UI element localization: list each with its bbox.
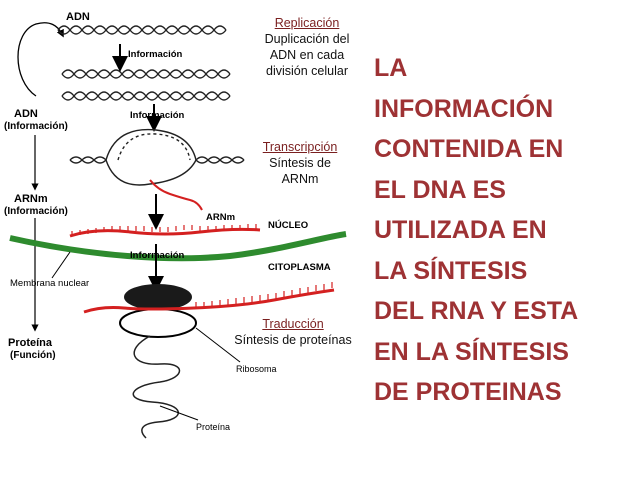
headline-line-3: CONTENIDA EN bbox=[374, 135, 564, 163]
ribosome-small-subunit bbox=[119, 308, 197, 338]
stage-traduccion-line-1: Síntesis de proteínas bbox=[234, 333, 352, 347]
label-adn-top: ADN bbox=[66, 11, 90, 23]
mrna-cytoplasm-ticks bbox=[195, 282, 333, 308]
headline-line-9: DE PROTEINAS bbox=[374, 378, 562, 406]
nascent-mrna bbox=[149, 179, 203, 211]
transcription-bubble bbox=[69, 128, 245, 186]
label-ribosoma: Ribosoma bbox=[236, 364, 277, 374]
stage-replicacion: Replicación Duplicación del ADN en cada … bbox=[246, 15, 368, 79]
stage-traduccion: Traducción Síntesis de proteínas bbox=[222, 316, 364, 348]
headline-line-8: EN LA SÍNTESIS bbox=[374, 337, 569, 366]
ribosome-large-subunit bbox=[124, 284, 192, 310]
label-left-proteina-sub: (Función) bbox=[10, 350, 56, 361]
protein-pointer bbox=[159, 405, 199, 421]
stage-replicacion-line-3: división celular bbox=[266, 64, 348, 78]
central-dogma-diagram: ADN Información Información Información … bbox=[4, 11, 347, 439]
label-proteina: Proteína bbox=[196, 422, 230, 432]
label-citoplasma: CITOPLASMA bbox=[268, 262, 331, 273]
mrna-nucleus bbox=[69, 227, 261, 238]
stage-transcripcion: Transcripción Síntesis de ARNm bbox=[248, 139, 352, 187]
replication-loop-arrow bbox=[17, 22, 64, 97]
headline: LA INFORMACIÓN CONTENIDA EN EL DNA ES UT… bbox=[374, 48, 636, 413]
stage-replicacion-title: Replicación bbox=[274, 16, 340, 30]
dna-helix-copy-1 bbox=[61, 69, 231, 79]
stage-transcripcion-line-2: ARNm bbox=[281, 172, 319, 186]
dna-helix-copy-2 bbox=[61, 91, 231, 101]
headline-line-5: UTILIZADA EN bbox=[374, 216, 547, 244]
label-arnm: ARNm bbox=[206, 212, 235, 223]
ribosome-pointer bbox=[195, 327, 241, 363]
headline-line-2: INFORMACIÓN bbox=[374, 94, 554, 123]
label-info-3: Información bbox=[130, 250, 185, 261]
stage-transcripcion-title: Transcripción bbox=[262, 140, 338, 154]
mrna-nucleus-ticks bbox=[71, 224, 257, 236]
label-left-arnm-sub: (Información) bbox=[4, 206, 68, 217]
label-left-arnm: ARNm bbox=[14, 193, 48, 205]
headline-line-1: LA bbox=[374, 54, 408, 82]
label-left-adn: ADN bbox=[14, 108, 38, 120]
stage-replicacion-line-1: Duplicación del bbox=[264, 32, 350, 46]
stage-transcripcion-line-1: Síntesis de bbox=[269, 156, 331, 170]
dna-helix-top bbox=[57, 25, 227, 35]
membrane-pointer bbox=[51, 251, 71, 279]
label-info-1: Información bbox=[128, 49, 183, 60]
mrna-cytoplasm bbox=[83, 288, 335, 314]
headline-line-6: LA SÍNTESIS bbox=[374, 256, 528, 285]
protein-chain bbox=[132, 335, 181, 439]
label-nucleo: NÚCLEO bbox=[268, 219, 308, 231]
headline-line-7: DEL RNA Y ESTA bbox=[374, 297, 579, 325]
headline-line-4: EL DNA ES bbox=[374, 175, 506, 204]
stage-replicacion-line-2: ADN en cada bbox=[269, 48, 345, 62]
label-left-proteina: Proteína bbox=[8, 337, 53, 349]
nuclear-membrane bbox=[9, 231, 347, 262]
label-left-adn-sub: (Información) bbox=[4, 121, 68, 132]
label-membrana: Membrana nuclear bbox=[10, 278, 89, 289]
stage-traduccion-title: Traducción bbox=[262, 317, 324, 331]
label-info-2: Información bbox=[130, 110, 185, 121]
